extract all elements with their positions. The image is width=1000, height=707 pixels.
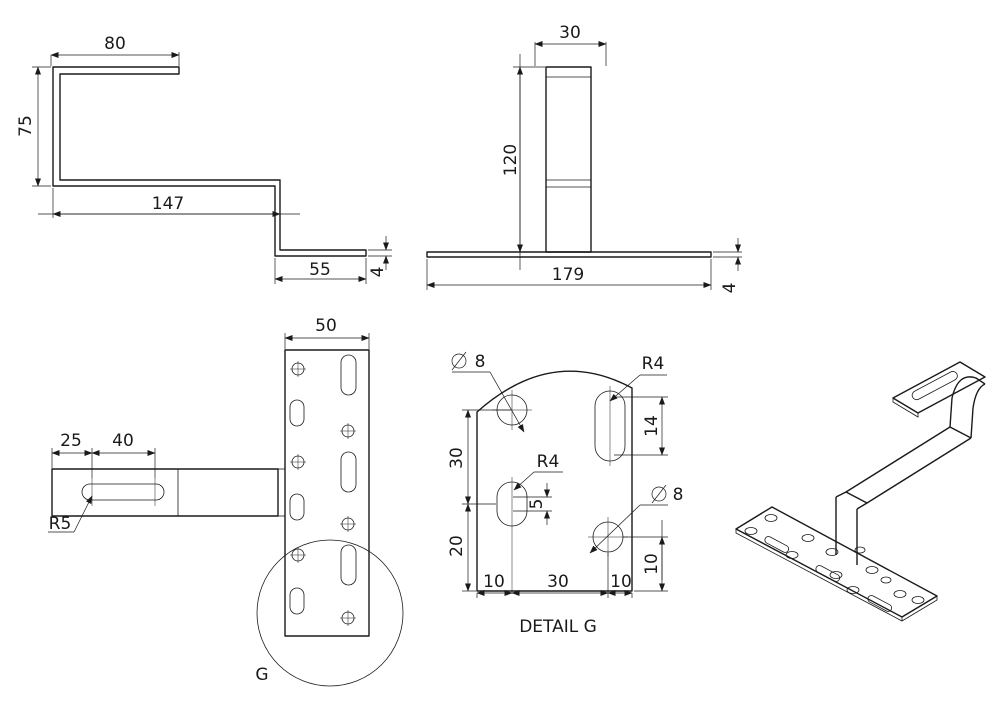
dim-4-front: 4	[720, 283, 740, 294]
iso-plate-hole	[880, 576, 892, 584]
dim-dia-top: 8	[475, 352, 486, 372]
base-plate-edge	[426, 251, 712, 258]
detail-circle	[256, 539, 404, 687]
plate-slot	[340, 544, 357, 586]
front-view: 30 120 179 4	[426, 23, 742, 294]
iso-plate-hole	[846, 586, 860, 594]
dim-30-front: 30	[559, 23, 581, 43]
dim-80: 80	[104, 34, 126, 54]
iso-plate-slot	[815, 565, 841, 582]
plate-slot	[340, 451, 357, 493]
diameter-symbol-icon	[651, 486, 667, 502]
upright-strap	[545, 66, 592, 253]
iso-plate-hole	[801, 534, 815, 542]
plate-slot	[289, 399, 305, 427]
dim-5: 5	[527, 499, 547, 510]
iso-plate-hole	[893, 590, 907, 598]
dim-75: 75	[16, 115, 36, 137]
iso-plate-hole	[744, 527, 758, 535]
dim-40: 40	[112, 431, 134, 451]
iso-plate-hole	[911, 596, 925, 604]
dim-r4-top: R4	[642, 354, 665, 374]
base-plate-plan	[284, 349, 370, 637]
plate-slot	[289, 493, 305, 521]
hook-arm-plan	[51, 468, 279, 517]
iso-plate-hole	[764, 514, 778, 522]
dim-120: 120	[501, 144, 521, 176]
iso-plate-hole	[865, 566, 879, 574]
dim-179: 179	[552, 265, 584, 285]
detail-label-g: G	[255, 665, 268, 685]
plate-slot	[340, 354, 357, 396]
dim-4-side: 4	[368, 267, 388, 278]
dim-55: 55	[309, 260, 331, 280]
dim-50: 50	[315, 316, 337, 336]
isometric-view	[735, 361, 986, 622]
hook-profile	[52, 66, 367, 257]
dim-14: 14	[642, 415, 662, 437]
hook-slot	[81, 483, 165, 501]
iso-plate-slot	[867, 595, 893, 612]
dim-r4-mid: R4	[537, 452, 560, 472]
iso-plate-hole	[829, 571, 843, 579]
dim-dia-bottom: 8	[673, 485, 684, 505]
dim-20-left: 20	[447, 535, 467, 557]
iso-plate-hole	[785, 551, 799, 559]
plate-slot	[289, 587, 305, 615]
iso-plate-slot	[764, 536, 790, 553]
dim-10-b: 10	[610, 572, 632, 592]
iso-upright	[835, 491, 868, 565]
iso-plate-hole	[854, 546, 866, 554]
iso-hook-slot	[911, 371, 958, 401]
detail-outline	[476, 370, 633, 592]
dim-10-a: 10	[483, 572, 505, 592]
iso-plate-hole	[825, 548, 839, 556]
dim-25: 25	[60, 431, 82, 451]
iso-arm	[845, 426, 972, 504]
diameter-symbol-icon	[451, 353, 467, 369]
dim-30-mid: 30	[547, 572, 569, 592]
iso-hook-plate	[892, 361, 986, 414]
dim-r5: R5	[49, 514, 72, 534]
iso-rise	[949, 397, 974, 439]
dim-30-left: 30	[447, 447, 467, 469]
side-view: 80 75 147 55 4	[16, 34, 392, 284]
dim-147: 147	[152, 194, 184, 214]
detail-title: DETAIL G	[519, 617, 597, 637]
detail-g-view: 8 R4 14 R4 5 8 10	[447, 351, 684, 637]
plan-view: G 50 25 40 R5	[48, 316, 404, 687]
dim-10-right: 10	[642, 553, 662, 575]
